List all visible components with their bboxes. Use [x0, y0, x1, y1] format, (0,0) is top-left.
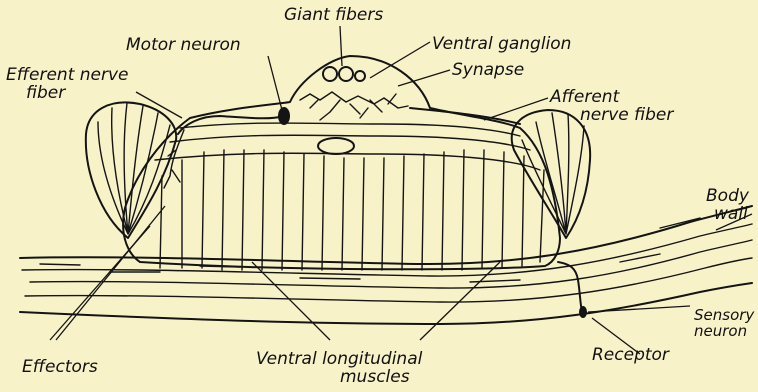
label-ventral-longitudinal-muscles-2: muscles: [340, 368, 410, 386]
label-efferent-nerve-fiber: Efferent nerve: [6, 66, 129, 84]
label-giant-fibers: Giant fibers: [284, 6, 383, 24]
left-lateral-muscle: [86, 102, 176, 238]
synapse-branches: [300, 92, 408, 120]
label-ventral-longitudinal-muscles: Ventral longitudinal: [256, 350, 422, 368]
label-ventral-ganglion: Ventral ganglion: [432, 35, 571, 53]
body-wall: [20, 206, 752, 324]
label-afferent-nerve-fiber: Afferent: [550, 88, 619, 106]
label-body-wall-2: wall: [714, 205, 748, 223]
label-efferent-nerve-fiber-2: fiber: [26, 84, 65, 102]
label-receptor: Receptor: [592, 346, 669, 364]
label-motor-neuron: Motor neuron: [126, 36, 241, 54]
label-sensory-neuron-2: neuron: [694, 322, 747, 340]
label-afferent-nerve-fiber-2: nerve fiber: [580, 106, 673, 124]
label-body-wall: Body: [706, 187, 749, 205]
label-effectors: Effectors: [22, 358, 98, 376]
giant-fibers: [323, 67, 365, 81]
label-synapse: Synapse: [452, 61, 524, 79]
ventral-muscle-block: [123, 56, 560, 270]
receptor-dot: [579, 306, 587, 318]
motor-neuron: [164, 107, 290, 188]
sensory-neuron: [558, 262, 587, 318]
